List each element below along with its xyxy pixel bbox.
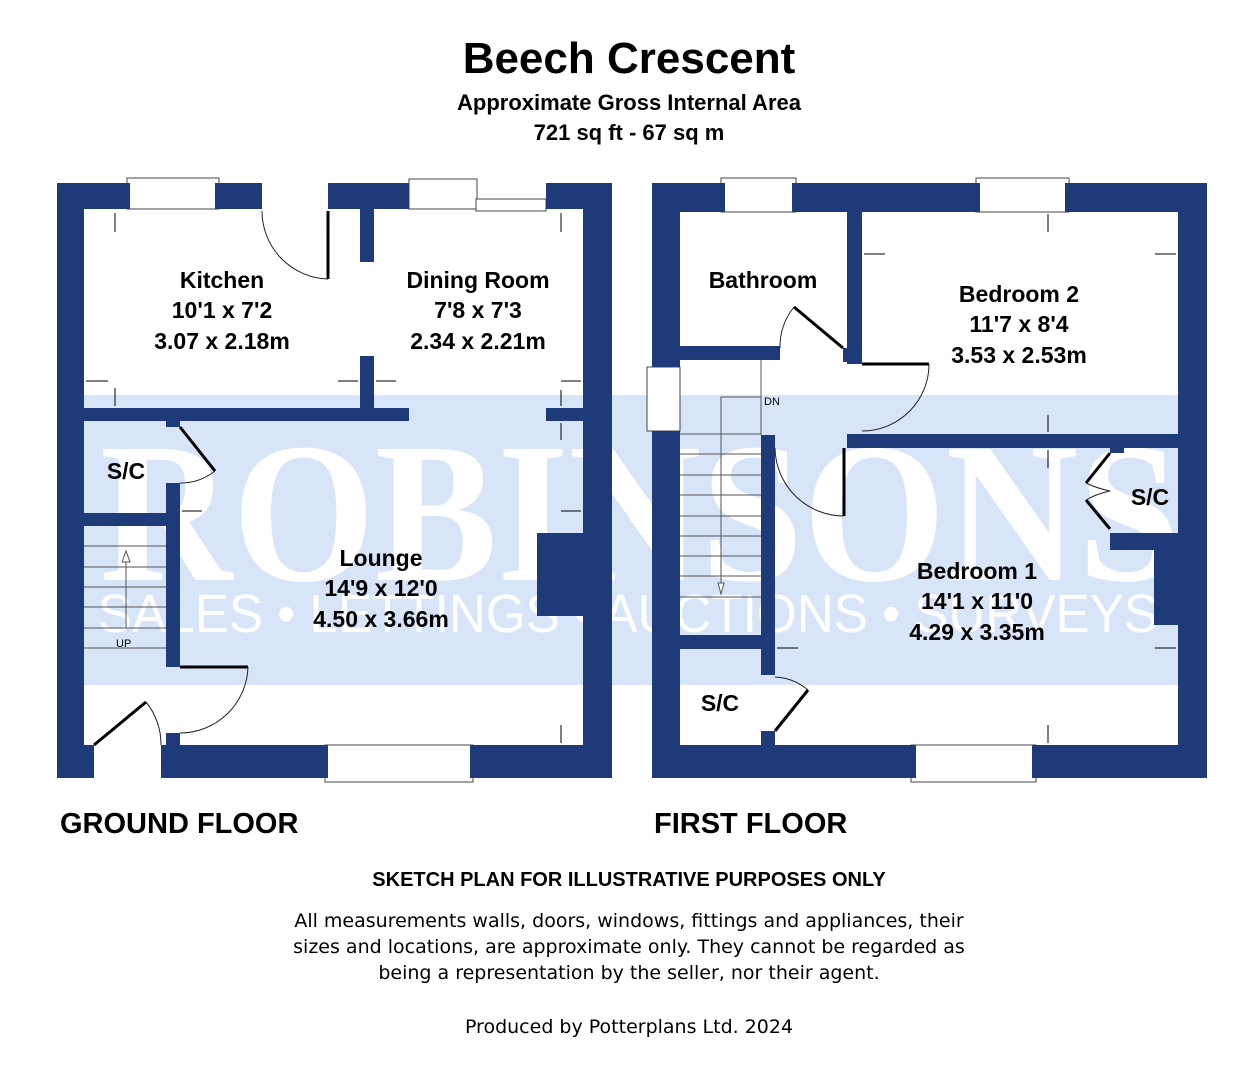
room-name-bedroom-cupboard: S/C [1131, 484, 1169, 510]
plan-title: Beech Crescent [462, 34, 796, 83]
window [126, 177, 220, 210]
landing-cupboard-door [773, 689, 810, 732]
window [475, 198, 547, 212]
disclaimer-text: All measurements walls, doors, windows, … [0, 908, 1258, 986]
window [910, 744, 1037, 783]
ground-floor-plan: UP [57, 177, 612, 783]
cupboard-door [178, 426, 217, 472]
window [324, 744, 474, 783]
first-floor-plan: DN [646, 177, 1207, 783]
room-size-imperial-bedroom-2: 11'7 x 8'4 [969, 311, 1068, 337]
disclaimer-line: being a representation by the seller, no… [378, 962, 880, 984]
disclaimer-line: sizes and locations, are approximate onl… [293, 936, 965, 958]
gross-area: 721 sq ft - 67 sq m [533, 120, 725, 145]
room-name-bedroom-2: Bedroom 2 [959, 281, 1079, 307]
ground-floor-label: GROUND FLOOR [60, 808, 299, 840]
window [646, 366, 681, 432]
room-name-cupboard: S/C [107, 458, 145, 484]
front-door [93, 700, 147, 747]
room-size-metric-lounge: 4.50 x 3.66m [313, 606, 449, 632]
dimension-arrows [86, 213, 581, 743]
producer-credit: Produced by Potterplans Ltd. 2024 [464, 1016, 794, 1038]
dimension-arrows [777, 214, 1176, 743]
cupboard-door [1084, 499, 1112, 530]
room-size-metric-bedroom-2: 3.53 x 2.53m [951, 342, 1087, 368]
room-size-imperial-dining: 7'8 x 7'3 [434, 297, 522, 323]
room-size-imperial-lounge: 14'9 x 12'0 [324, 575, 437, 601]
stairs-up [84, 545, 166, 649]
room-name-kitchen: Kitchen [180, 267, 264, 293]
window [975, 177, 1070, 213]
room-name-dining: Dining Room [406, 267, 549, 293]
window [408, 178, 478, 210]
room-size-metric-bedroom-1: 4.29 x 3.35m [909, 619, 1045, 645]
room-name-bathroom: Bathroom [709, 267, 818, 293]
stairs-up-label: UP [116, 638, 131, 650]
room-size-metric-dining: 2.34 x 2.21m [410, 328, 546, 354]
window [720, 177, 797, 213]
disclaimer-title: SKETCH PLAN FOR ILLUSTRATIVE PURPOSES ON… [372, 869, 886, 891]
room-name-bedroom-1: Bedroom 1 [917, 558, 1037, 584]
first-floor-label: FIRST FLOOR [654, 808, 848, 840]
room-name-landing-cupboard: S/C [701, 690, 739, 716]
cupboard-door [1084, 452, 1112, 484]
plan-subtitle: Approximate Gross Internal Area [457, 90, 801, 115]
room-size-metric-kitchen: 3.07 x 2.18m [154, 328, 290, 354]
room-name-lounge: Lounge [339, 545, 422, 571]
room-size-imperial-bedroom-1: 14'1 x 11'0 [921, 588, 1033, 614]
stairs-down-label: DN [764, 396, 780, 408]
room-size-imperial-kitchen: 10'1 x 7'2 [172, 297, 272, 323]
bathroom-door [793, 305, 844, 350]
disclaimer-line: All measurements walls, doors, windows, … [294, 910, 964, 932]
stairs-down [680, 360, 762, 598]
